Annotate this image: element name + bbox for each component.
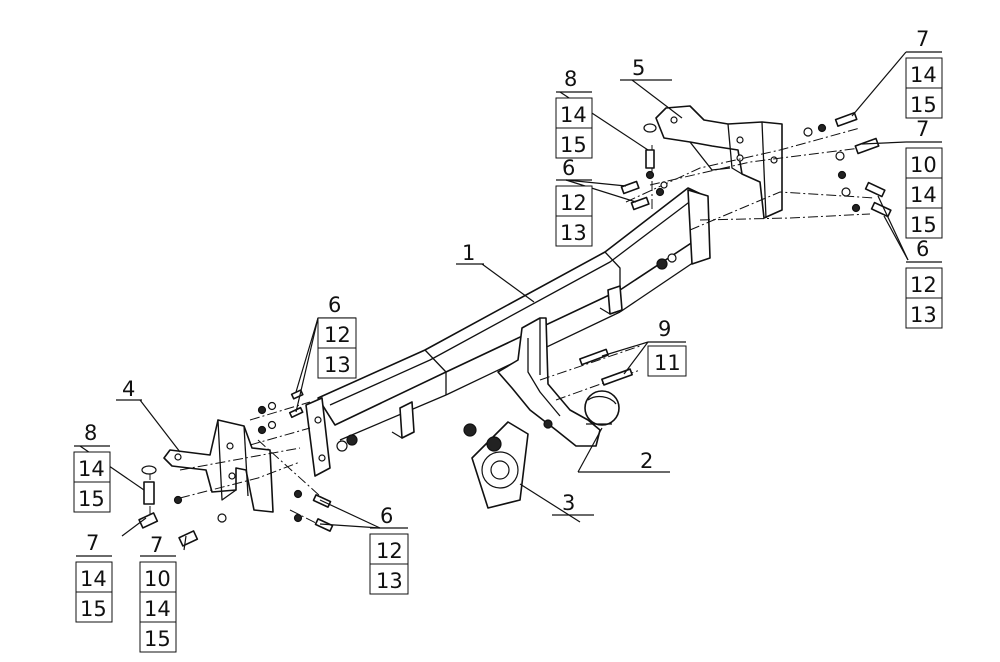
callout-9: 9 11 [647,317,687,377]
callout-label: 14 [910,183,937,207]
callout-label: 14 [80,567,107,591]
callout-label: 14 [78,457,105,481]
callout-7-top-right: 7 14 15 [905,27,943,119]
callout-1-number: 1 [462,241,475,265]
callout-1: 1 [456,241,484,265]
callout-label: 13 [324,353,351,377]
callout-6-right: 6 12 13 [905,237,943,329]
callout-label: 15 [910,213,937,237]
left-side-bracket [163,419,274,513]
callout-label: 15 [560,133,587,157]
callout-label: 6 [916,237,929,261]
callout-label: 14 [144,597,171,621]
callout-2: 2 [578,449,670,473]
right-side-bracket [655,105,783,219]
callout-label: 12 [376,539,403,563]
callout-label: 15 [910,93,937,117]
callout-4-number: 4 [122,377,135,401]
callout-label: 7 [150,533,163,557]
callout-label: 7 [916,117,929,141]
hardware-fasteners [138,111,892,547]
callout-label: 13 [910,303,937,327]
callout-label: 6 [380,504,393,528]
callout-label: 15 [80,597,107,621]
callout-label: 6 [328,293,341,317]
callout-label: 8 [564,67,577,91]
callout-8-top: 8 14 15 [555,67,593,159]
cross-beam [305,187,711,477]
socket-plate [471,421,529,509]
callout-5-number: 5 [632,56,645,80]
callout-3-number: 3 [562,491,575,515]
tow-hitch-arm [463,317,620,447]
callout-label: 7 [916,27,929,51]
callout-7-10-right: 7 10 14 15 [905,117,943,239]
callout-label: 11 [654,351,681,375]
callout-label: 14 [560,103,587,127]
callout-label: 15 [78,487,105,511]
callout-8-left: 8 14 15 [73,421,111,513]
callout-label: 12 [910,273,937,297]
callout-6-upper-center: 6 12 13 [555,156,593,247]
callout-label: 9 [658,317,671,341]
callout-label: 7 [86,531,99,555]
callout-label: 13 [560,221,587,245]
callout-label: 10 [144,567,171,591]
callout-2-number: 2 [640,449,653,473]
callout-label: 13 [376,569,403,593]
callout-label: 10 [910,153,937,177]
callout-label: 12 [560,191,587,215]
callout-7-bottom-left: 7 14 15 [75,531,113,623]
callout-label: 15 [144,627,171,651]
callout-5: 5 [620,56,672,81]
callout-6-lower-left: 6 12 13 [369,504,409,595]
callout-6-upper-left: 6 12 13 [317,293,357,379]
callout-label: 8 [84,421,97,445]
callout-7-10-bottom: 7 10 14 15 [139,533,177,653]
callout-3: 3 [552,491,594,516]
callout-label: 14 [910,63,937,87]
callout-label: 6 [562,156,575,180]
callout-label: 12 [324,323,351,347]
callout-4: 4 [116,377,142,401]
